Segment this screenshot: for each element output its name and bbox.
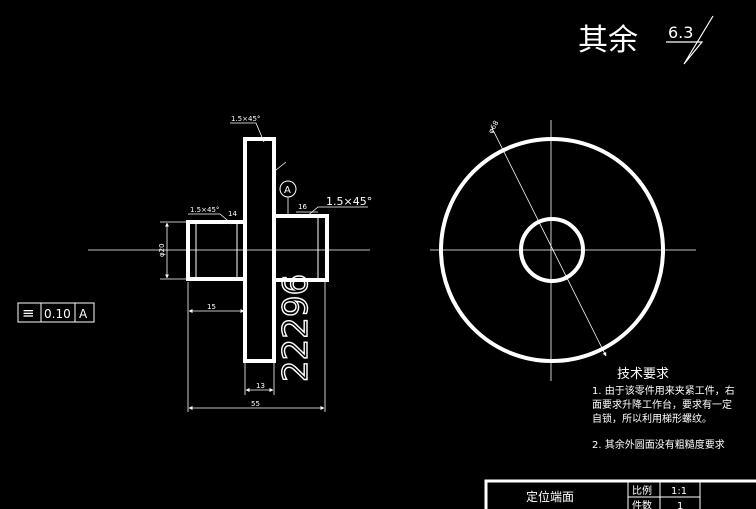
title-quantity-label: 件数 bbox=[632, 499, 652, 509]
chamfer-left-label: 1.5×45° bbox=[190, 206, 219, 214]
technical-requirements: 技术要求 1. 由于该零件用来夹紧工件，右 面要求升降工作台，要求有一定 自锁，… bbox=[592, 367, 735, 451]
title-part-name: 定位端面 bbox=[526, 489, 574, 504]
chamfer-right-label: 1.5×45° bbox=[326, 195, 372, 208]
roughness-value: 6.3 bbox=[668, 23, 693, 42]
tech-line-2: 面要求升降工作台，要求有一定 bbox=[592, 398, 732, 411]
right-shaft bbox=[272, 214, 329, 282]
datum-label: A bbox=[284, 185, 291, 196]
dim-15-label: 15 bbox=[207, 303, 216, 311]
diameter-leader bbox=[491, 127, 607, 357]
part-number: 22296 bbox=[276, 274, 316, 382]
title-quantity-value: 1 bbox=[677, 501, 683, 509]
side-view bbox=[88, 122, 370, 412]
title-scale-label: 比例 bbox=[632, 484, 652, 497]
tolerance-value: 0.10 bbox=[44, 307, 71, 321]
dim-55-label: 55 bbox=[251, 400, 260, 408]
roughness-label: 其余 bbox=[578, 23, 638, 58]
outer-circle bbox=[439, 137, 665, 363]
tech-line-4: 2. 其余外圆面没有粗糙度要求 bbox=[592, 438, 725, 451]
dim-phi20-label: φ20 bbox=[158, 243, 166, 257]
dim-13-label: 13 bbox=[256, 382, 265, 390]
roughness-symbol bbox=[666, 15, 714, 65]
side-view-labels: 1.5×45° 1.5×45° 1.5×45° A 16 14 φ20 15 1… bbox=[158, 115, 372, 408]
tech-title: 技术要求 bbox=[617, 367, 669, 382]
title-block bbox=[484, 479, 756, 509]
tolerance-symbol: ≡ bbox=[22, 304, 35, 322]
diameter-label: φ68 bbox=[487, 119, 501, 135]
surface-roughness-note: 其余 6.3 bbox=[578, 15, 714, 65]
tolerance-frame: ≡ 0.10 A bbox=[17, 302, 95, 323]
tolerance-datum: A bbox=[79, 307, 88, 321]
chamfer-top-label: 1.5×45° bbox=[231, 115, 260, 123]
front-view bbox=[430, 120, 696, 381]
left-hub bbox=[186, 220, 247, 281]
tech-line-3: 自锁，所以利用梯形螺纹。 bbox=[592, 412, 712, 425]
tech-line-1: 1. 由于该零件用来夹紧工件，右 bbox=[592, 384, 735, 397]
dim-14-label: 14 bbox=[228, 210, 237, 218]
inner-bore bbox=[519, 217, 585, 283]
title-scale-value: 1:1 bbox=[671, 486, 687, 497]
dim-16-label: 16 bbox=[298, 203, 307, 211]
